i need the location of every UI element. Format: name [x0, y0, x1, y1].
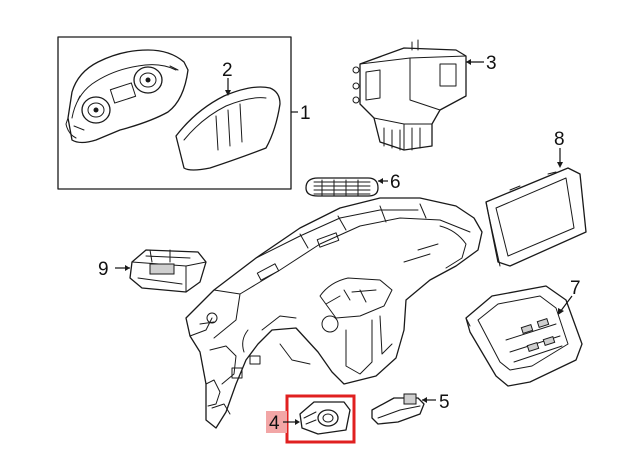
callout-7: 7	[570, 278, 581, 299]
callout-3: 3	[486, 53, 497, 74]
callout-4: 4	[269, 413, 280, 434]
instrument-cluster	[65, 49, 189, 144]
cluster-group-frame	[57, 36, 292, 190]
cluster-lens	[175, 86, 281, 171]
center-vent	[305, 177, 379, 197]
switch-assembly	[299, 401, 351, 435]
callout-5: 5	[439, 392, 450, 413]
leader-2-arrowhead	[225, 90, 231, 96]
callout-4-background	[266, 411, 287, 433]
leader-4-arrowhead	[295, 419, 300, 425]
instrument-panel	[185, 197, 483, 429]
leader-6-arrowhead	[378, 178, 383, 184]
display-screen	[485, 167, 587, 267]
leader-7-arrowhead	[558, 308, 564, 315]
callout-1: 1	[300, 103, 311, 124]
leader-7	[559, 295, 573, 313]
hvac-unit	[352, 39, 467, 151]
leader-3-arrowhead	[466, 59, 471, 65]
callout-2: 2	[222, 60, 233, 81]
center-bezel	[465, 285, 583, 387]
control-module	[129, 249, 207, 293]
callout-6: 6	[390, 172, 401, 193]
leader-5-arrowhead	[422, 397, 427, 403]
leader-8-arrowhead	[557, 162, 563, 168]
callout-9: 9	[98, 259, 109, 280]
leader-9-arrowhead	[125, 265, 130, 271]
switch-part-5	[371, 393, 425, 425]
callout-8: 8	[554, 129, 565, 150]
